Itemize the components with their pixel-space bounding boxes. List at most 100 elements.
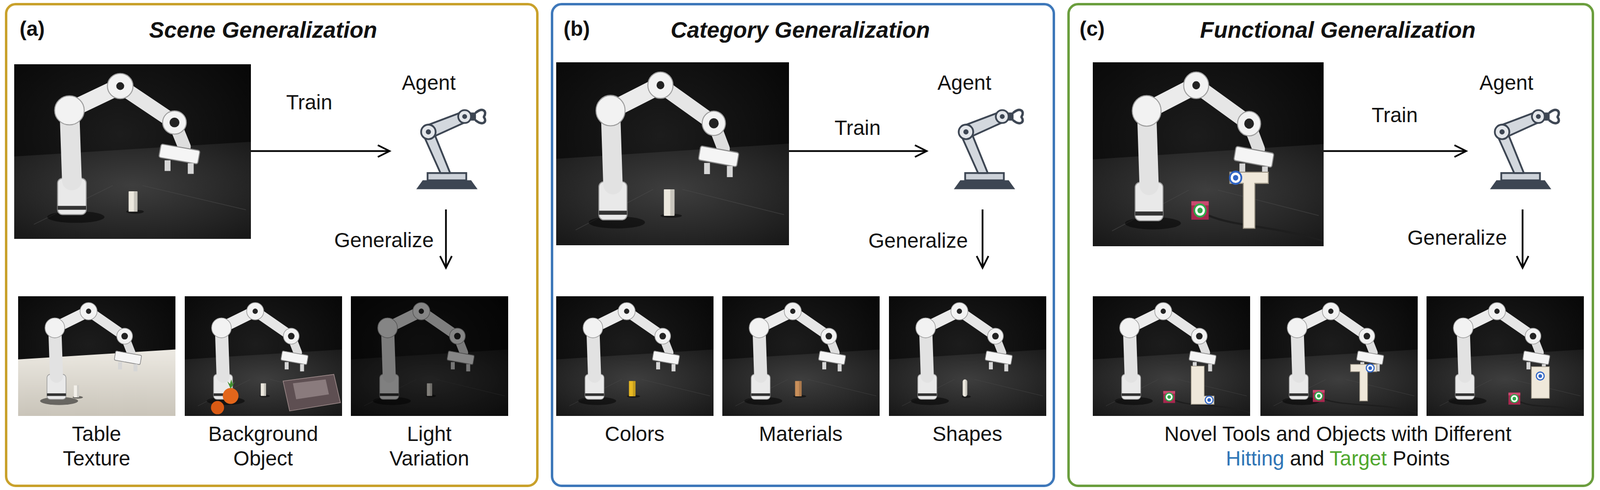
illustration-part (1154, 302, 1172, 320)
table (1092, 144, 1324, 247)
illustration-part (293, 378, 330, 399)
illustration-part (992, 332, 999, 340)
illustration-part (1426, 295, 1584, 416)
illustration-part (133, 191, 138, 212)
illustration-part (1358, 327, 1375, 345)
illustration-part (377, 145, 390, 157)
illustration-part (656, 361, 661, 370)
text-holder: (b) (563, 16, 591, 42)
illustration-part (595, 95, 625, 126)
caption-word: and (1276, 421, 1317, 445)
illustration-part (671, 363, 676, 371)
illustration-part (85, 308, 92, 314)
photo (556, 295, 714, 416)
figure-label: Generalize (286, 227, 434, 253)
robot-arm (40, 302, 142, 405)
point-marker (1194, 204, 1207, 217)
tool-object (1531, 366, 1550, 398)
illustration-part (284, 361, 289, 370)
illustration-part (45, 317, 65, 338)
text-holder: Category Generalization (670, 16, 930, 44)
generalize-arrow (976, 209, 989, 268)
table (722, 348, 880, 416)
train-arrow (788, 145, 927, 157)
illustration-part (184, 295, 343, 416)
illustration-part (1322, 302, 1340, 320)
block-object (794, 380, 802, 396)
block-object (962, 378, 967, 396)
figure-label: Table Texture (37, 421, 156, 471)
illustration-part (950, 302, 968, 320)
illustration-part (822, 361, 827, 370)
illustration-part (18, 295, 176, 416)
agent-node: Agent (1442, 70, 1571, 194)
illustration-part (1426, 295, 1584, 416)
robot-arm (1282, 302, 1384, 405)
robot-arm (744, 302, 846, 405)
label-holder: Materials (727, 421, 875, 446)
illustration-part (556, 62, 789, 246)
illustration-part (987, 327, 1004, 345)
photo (1426, 295, 1584, 416)
illustration-part (1521, 209, 1524, 267)
illustration-part (57, 205, 87, 210)
illustration-part (704, 162, 711, 174)
label-holder: Table Texture (37, 421, 156, 471)
photo (18, 295, 176, 416)
table (184, 348, 343, 416)
illustration-part (820, 327, 837, 345)
label-holder: Generalize (1359, 225, 1507, 250)
illustration-part (1363, 332, 1371, 340)
robot-icon (1479, 101, 1562, 191)
illustration-part (1488, 302, 1506, 320)
illustration-part (169, 117, 180, 128)
block-object (664, 189, 675, 216)
robot-arm (1125, 72, 1275, 230)
illustration-part (54, 95, 85, 125)
illustration-part (299, 363, 304, 371)
illustration-part (227, 378, 236, 389)
panel-tag: (c) (1079, 16, 1105, 42)
figure-label: Materials (727, 421, 875, 446)
illustration-part (1529, 332, 1537, 340)
photo (184, 295, 343, 416)
text-holder: Agent (1442, 70, 1571, 96)
figure-label: Background Object (204, 421, 322, 471)
illustration-part (1323, 149, 1466, 152)
illustration-part (283, 327, 299, 345)
illustration-part (1092, 62, 1324, 247)
illustration-part (1453, 317, 1474, 338)
label-holder: Light Variation (370, 421, 489, 471)
label-holder: Train (255, 90, 364, 115)
figure-label: Train (803, 115, 912, 141)
illustration-part (1260, 295, 1418, 416)
agent-label: Agent (365, 70, 493, 96)
text-holder: Functional Generalization (1200, 16, 1476, 44)
illustration-part (350, 295, 509, 416)
figure-label: Generalize (820, 228, 968, 253)
illustration-part (656, 80, 665, 90)
panel-title: Category Generalization (670, 16, 930, 44)
tool-object (1230, 172, 1269, 229)
robot-icon (943, 101, 1026, 191)
illustration-part (76, 385, 79, 397)
illustration-part (1512, 396, 1517, 400)
agent-label: Agent (900, 70, 1029, 96)
text-holder: Scene Generalization (148, 16, 377, 44)
illustration-part (981, 209, 984, 267)
illustration-part (976, 255, 989, 268)
illustration-part (788, 149, 926, 152)
caption-text: Novel Tools and Objects with Different H… (1146, 421, 1529, 471)
label-holder: Shapes (893, 421, 1041, 446)
illustration-part (617, 302, 636, 320)
tool-object (1191, 365, 1215, 404)
panel-tag: (a) (19, 16, 45, 42)
illustration-part (784, 302, 802, 320)
illustration-part (1092, 295, 1251, 416)
robot-arm (588, 72, 739, 229)
illustration-part (444, 209, 447, 267)
robot-arm (1114, 302, 1217, 405)
illustration-part (659, 332, 666, 340)
table (18, 348, 176, 416)
illustration-part (116, 82, 124, 91)
